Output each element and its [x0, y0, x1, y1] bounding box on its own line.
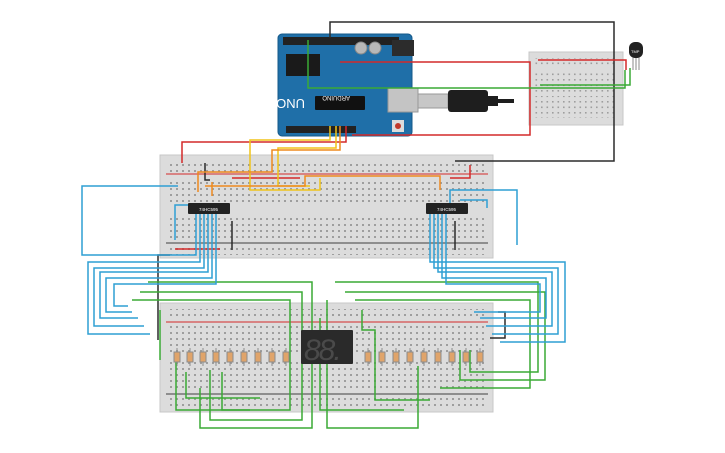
resistor[interactable] — [448, 348, 456, 366]
resistor[interactable] — [406, 348, 414, 366]
resistors-left[interactable] — [173, 348, 290, 366]
sensor-label: TMP — [631, 49, 640, 54]
resistor[interactable] — [268, 348, 276, 366]
resistor[interactable] — [364, 348, 372, 366]
wires-blue[interactable] — [81, 185, 566, 343]
chip-label-right: 74HC595 — [437, 207, 457, 212]
resistor[interactable] — [186, 348, 194, 366]
display-digits: 88. — [304, 334, 340, 367]
arduino-logo-text: UNO — [276, 96, 305, 111]
wires-orange[interactable] — [197, 126, 441, 196]
resistor[interactable] — [420, 348, 428, 366]
seven-segment-display[interactable]: 88. — [301, 330, 353, 367]
resistor[interactable] — [212, 348, 220, 366]
shift-register-left[interactable]: 74HC595 — [188, 203, 230, 214]
chip-label-left: 74HC595 — [199, 207, 219, 212]
usb-cable[interactable] — [417, 90, 514, 112]
resistor[interactable] — [173, 348, 181, 366]
wires-green[interactable] — [132, 40, 631, 429]
resistor[interactable] — [240, 348, 248, 366]
resistor[interactable] — [392, 348, 400, 366]
resistor[interactable] — [434, 348, 442, 366]
resistor[interactable] — [476, 348, 484, 366]
arduino-board[interactable]: UNO ARDUINO — [276, 33, 419, 137]
shift-register-right[interactable]: 74HC595 — [426, 203, 468, 214]
resistor[interactable] — [226, 348, 234, 366]
resistor[interactable] — [199, 348, 207, 366]
resistor[interactable] — [462, 348, 470, 366]
resistor[interactable] — [254, 348, 262, 366]
resistor[interactable] — [378, 348, 386, 366]
arduino-brand-text: ARDUINO — [322, 94, 350, 100]
wires-red[interactable] — [175, 59, 627, 250]
temperature-sensor[interactable]: TMP — [629, 42, 643, 70]
resistors-right[interactable] — [364, 348, 484, 366]
resistor[interactable] — [282, 348, 290, 366]
